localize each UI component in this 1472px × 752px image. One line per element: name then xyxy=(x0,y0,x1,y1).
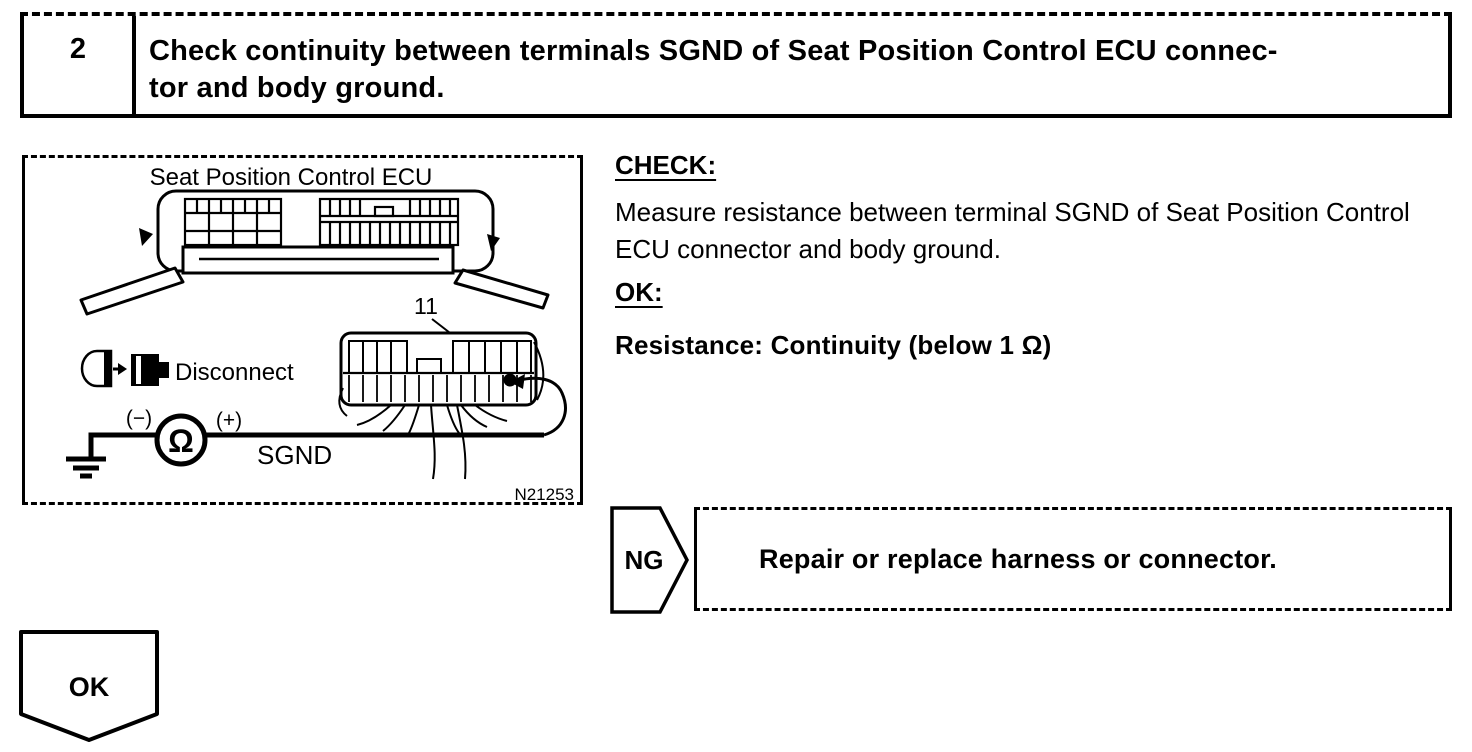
ecu-body-drawing xyxy=(79,189,550,316)
ecu-connector-grid-left xyxy=(183,197,283,247)
harness-wires xyxy=(356,404,508,480)
terminal-11-label: 11 xyxy=(414,293,438,319)
step-instruction-line2: tor and body ground. xyxy=(149,72,445,104)
step-instruction-line1: Check continuity between terminals SGND … xyxy=(149,35,1278,67)
ecu-flange xyxy=(181,245,455,275)
test-lead-wiring xyxy=(66,374,567,479)
release-arrow-right-icon xyxy=(487,234,500,251)
harness-connector-bottom-cells xyxy=(348,375,532,402)
probe-arrowhead-icon xyxy=(510,374,525,389)
wiring-diagram-svg: Seat Position Control ECU xyxy=(66,164,574,502)
disconnect-label: Disconnect xyxy=(175,359,294,386)
ohm-symbol: Ω xyxy=(168,423,194,459)
step-instruction: Check continuity between terminals SGND … xyxy=(136,16,1296,114)
ng-flow-arrow: NG xyxy=(610,506,689,614)
wiring-diagram-figure: Seat Position Control ECU xyxy=(22,155,583,505)
harness-connector-drawing xyxy=(338,331,545,480)
ok-heading: OK: xyxy=(615,277,663,307)
figure-code: N21253 xyxy=(514,485,574,502)
ng-action-box: Repair or replace harness or connector. xyxy=(694,507,1452,611)
meter-positive-label: (+) xyxy=(216,409,242,432)
ohmmeter-icon: Ω xyxy=(154,413,208,467)
check-body-text: Measure resistance between terminal SGND… xyxy=(615,197,1410,264)
instruction-block: CHECK: Measure resistance between termin… xyxy=(615,150,1460,361)
ecu-bracket-right xyxy=(453,268,550,310)
ok-spec-text: Resistance: Continuity (below 1 Ω) xyxy=(615,330,1052,360)
step-number: 2 xyxy=(24,16,136,114)
ok-flow-arrow: OK xyxy=(19,630,159,742)
figure-title: Seat Position Control ECU xyxy=(150,164,433,191)
body-ground-icon xyxy=(66,456,106,479)
ok-label: OK xyxy=(69,672,110,702)
step-header: 2 Check continuity between terminals SGN… xyxy=(20,12,1452,118)
check-heading: CHECK: xyxy=(615,150,717,180)
ecu-bracket-left xyxy=(79,266,185,316)
release-arrow-left-icon xyxy=(139,228,153,246)
meter-negative-label: (−) xyxy=(126,407,152,430)
ng-label: NG xyxy=(625,545,664,575)
disconnect-symbol-icon xyxy=(80,349,169,388)
ecu-connector-grid-right xyxy=(318,197,460,247)
ng-action-text: Repair or replace harness or connector. xyxy=(759,543,1277,574)
sgnd-wire-label: SGND xyxy=(257,440,332,470)
